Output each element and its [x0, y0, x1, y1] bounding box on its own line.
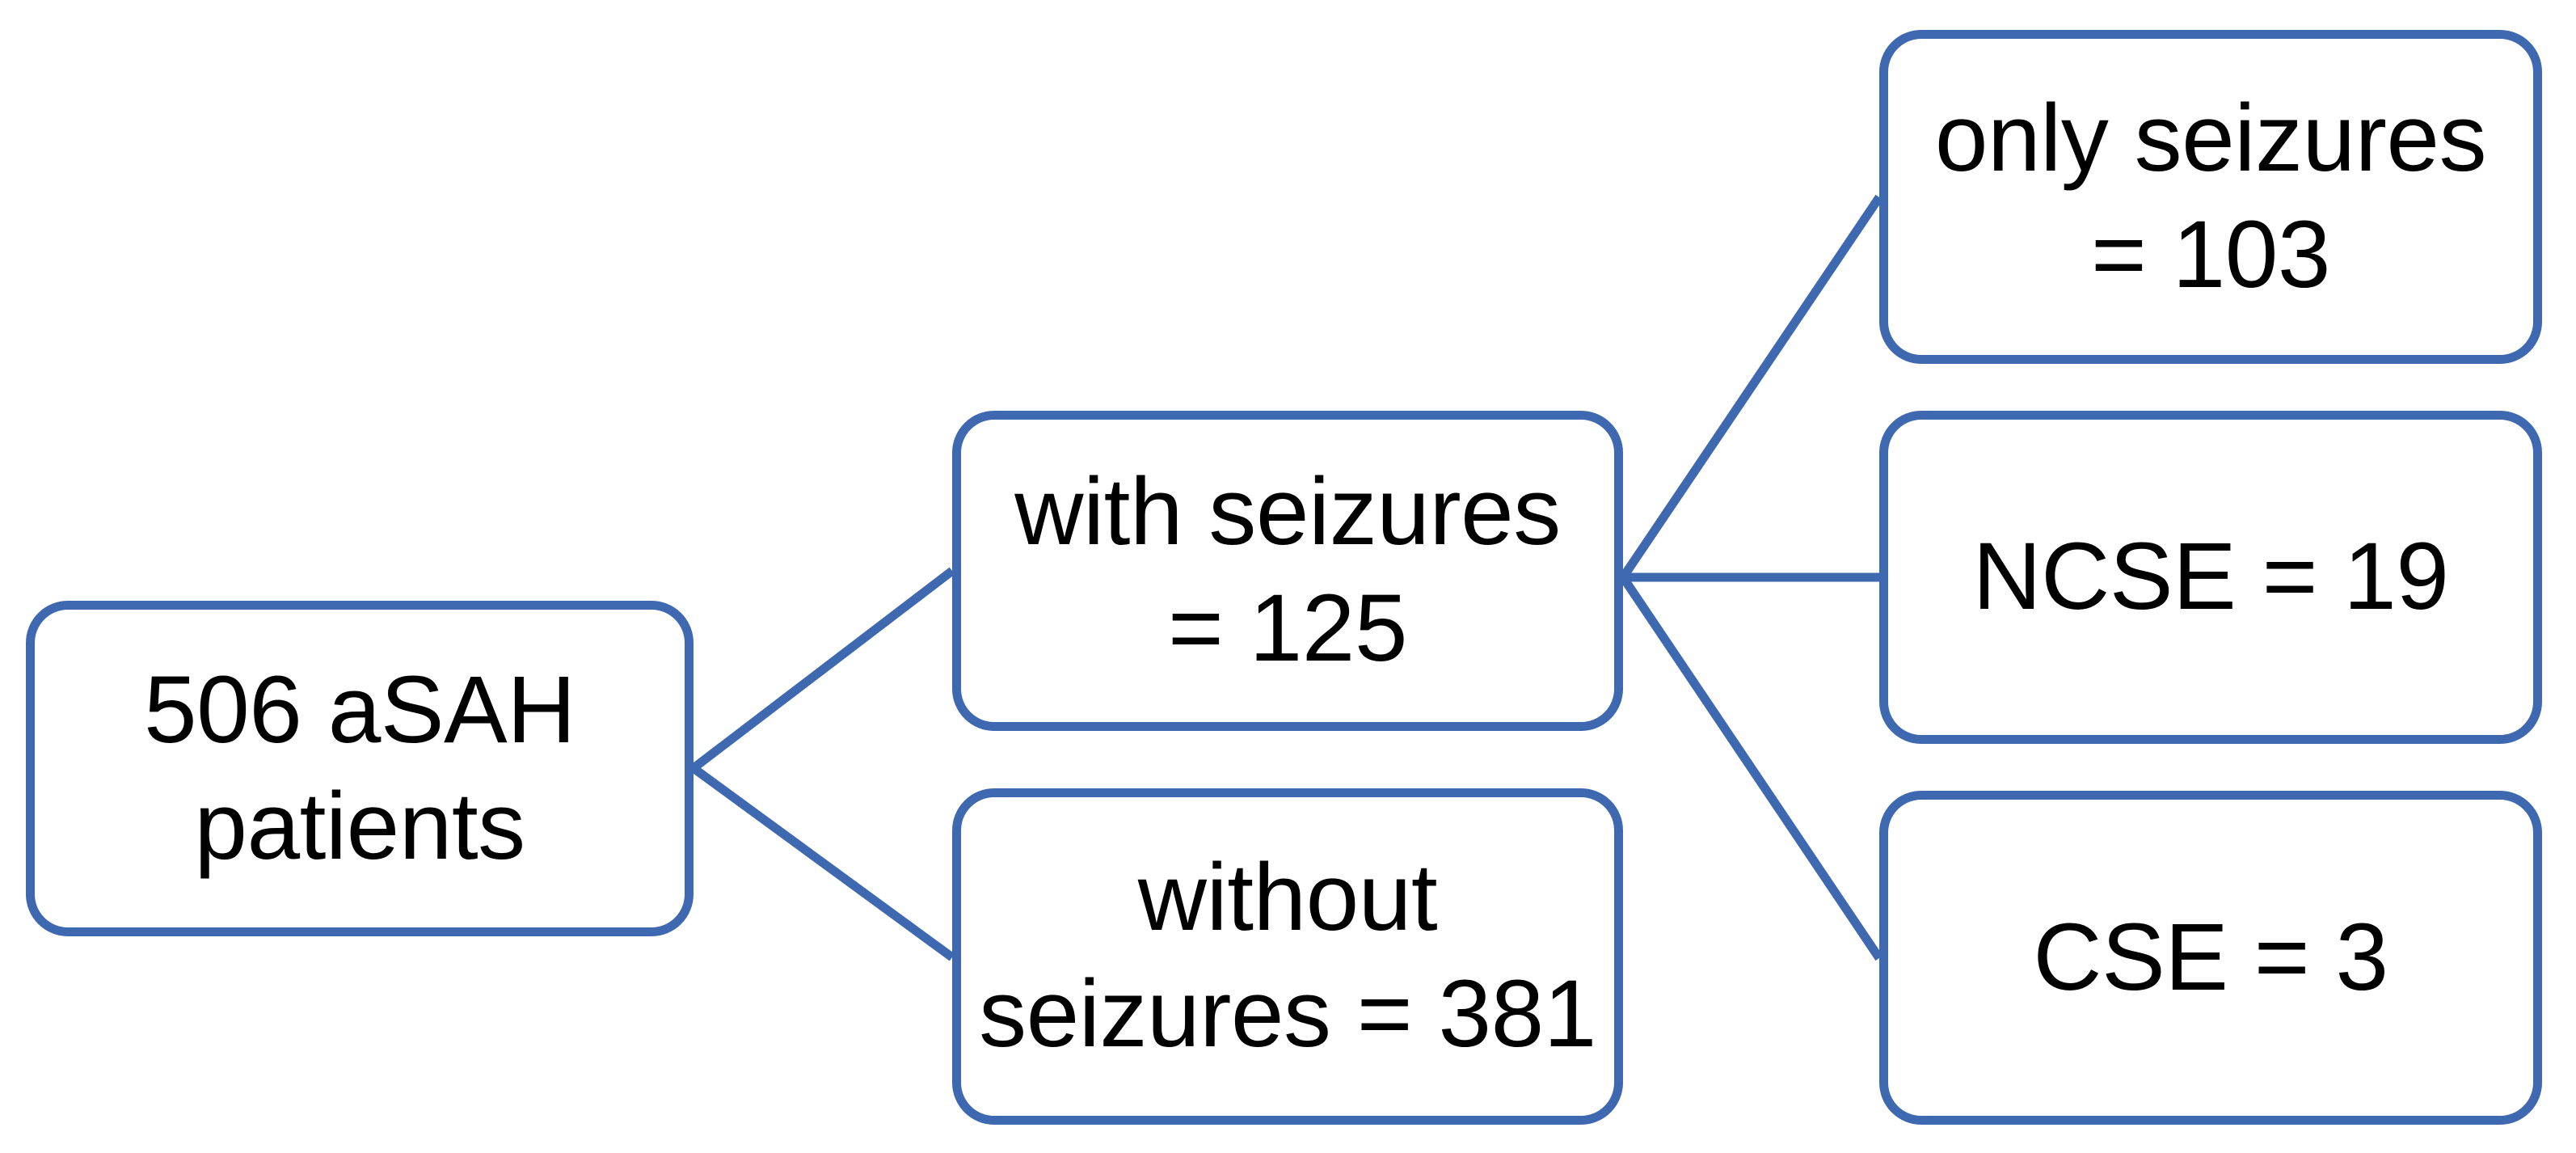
node-only-seizures[interactable]: only seizures = 103: [1879, 30, 2542, 364]
edge-root-to-without: [690, 764, 955, 961]
node-506-asah-patients[interactable]: 506 aSAH patients: [26, 601, 694, 936]
edge-root-to-with: [690, 567, 955, 772]
node-label: with seizures = 125: [1014, 458, 1561, 682]
node-label: without seizures = 381: [979, 844, 1596, 1067]
node-cse[interactable]: CSE = 3: [1879, 791, 2542, 1125]
node-label: only seizures = 103: [1934, 84, 2487, 308]
node-ncse[interactable]: NCSE = 19: [1879, 411, 2542, 744]
node-without-seizures[interactable]: without seizures = 381: [952, 788, 1623, 1125]
node-label: 506 aSAH patients: [144, 656, 575, 880]
node-label: NCSE = 19: [1972, 523, 2449, 631]
edge-with-to-only: [1619, 194, 1883, 581]
node-label: CSE = 3: [2033, 903, 2388, 1011]
node-with-seizures[interactable]: with seizures = 125: [952, 411, 1623, 731]
edge-with-to-cse: [1619, 574, 1883, 961]
